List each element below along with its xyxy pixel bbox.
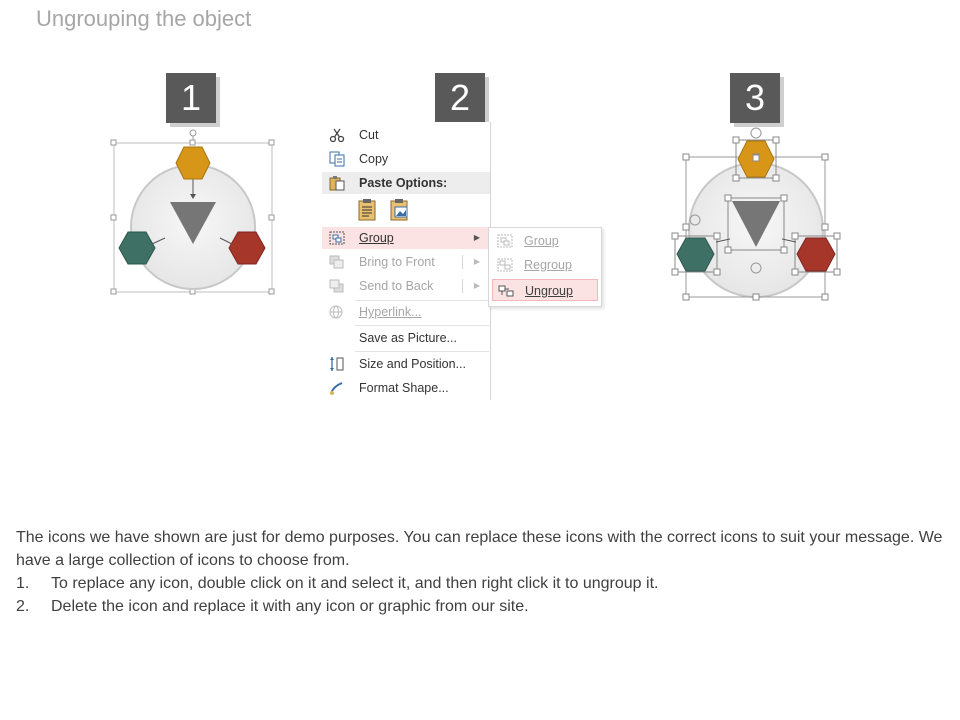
submenu-item-ungroup[interactable]: Ungroup xyxy=(492,279,598,301)
format-shape-icon xyxy=(330,382,343,395)
menu-item-label: Cut xyxy=(359,128,379,142)
triangle-shape xyxy=(732,201,780,247)
grouped-object[interactable] xyxy=(110,129,275,295)
submenu-item-regroup[interactable]: Regroup xyxy=(492,254,598,276)
menu-item-copy[interactable]: Copy xyxy=(322,148,490,170)
ungroup-icon xyxy=(498,285,514,297)
group-icon xyxy=(329,231,345,245)
hexagon-orange xyxy=(175,146,211,180)
triangle-shape xyxy=(170,202,216,244)
list-text: Delete the icon and replace it with any … xyxy=(51,598,529,615)
ungrouped-object[interactable] xyxy=(671,127,841,301)
submenu-item-label: Regroup xyxy=(524,258,572,272)
menu-item-size-and-position[interactable]: Size and Position... xyxy=(322,353,490,375)
submenu-arrow-icon: ▶ xyxy=(473,233,480,242)
paste-picture-icon[interactable] xyxy=(389,198,411,222)
menu-item-label: Hyperlink... xyxy=(359,305,422,319)
list-number: 1. xyxy=(16,575,30,592)
hexagon-teal xyxy=(118,231,156,265)
instructions-text: The icons we have shown are just for dem… xyxy=(16,526,946,618)
menu-item-save-as-picture[interactable]: Save as Picture... xyxy=(322,327,490,349)
menu-item-label: Bring to Front xyxy=(359,255,435,269)
menu-item-send-to-back[interactable]: Send to Back ▶ xyxy=(322,275,490,297)
instruction-step-1: 1. To replace any icon, double click on … xyxy=(16,572,946,595)
regroup-icon xyxy=(497,258,513,272)
step-number: 1 xyxy=(180,77,202,118)
menu-item-label: Group xyxy=(359,231,394,245)
menu-item-label: Save as Picture... xyxy=(359,331,457,345)
diagram-canvas xyxy=(110,127,841,301)
menu-separator xyxy=(355,325,489,326)
context-menu: Cut Copy Paste Options: xyxy=(322,122,491,400)
submenu-item-label: Ungroup xyxy=(525,284,573,298)
submenu-arrow-icon: ▶ xyxy=(473,257,480,266)
list-number: 2. xyxy=(16,598,30,615)
paste-options-header: Paste Options: xyxy=(322,172,490,194)
submenu-arrow-icon: ▶ xyxy=(473,281,480,290)
hexagon-red xyxy=(228,231,266,265)
send-to-back-icon xyxy=(329,279,344,293)
list-text: To replace any icon, double click on it … xyxy=(51,575,659,592)
paste-options-row xyxy=(356,198,416,224)
menu-separator xyxy=(355,351,489,352)
step-number: 2 xyxy=(449,77,471,118)
group-submenu: Group Regroup Ungroup xyxy=(488,227,602,307)
copy-icon xyxy=(329,151,345,167)
menu-separator xyxy=(355,300,489,301)
menu-item-hyperlink[interactable]: Hyperlink... xyxy=(322,301,490,323)
hyperlink-icon xyxy=(329,305,343,319)
paste-icon xyxy=(329,176,345,191)
size-position-icon xyxy=(330,357,344,371)
submenu-item-label: Group xyxy=(524,234,559,248)
menu-item-cut[interactable]: Cut xyxy=(322,124,490,146)
intro-paragraph: The icons we have shown are just for dem… xyxy=(16,529,943,569)
submenu-item-group[interactable]: Group xyxy=(492,230,598,252)
hexagon-red xyxy=(796,237,836,272)
menu-item-bring-to-front[interactable]: Bring to Front ▶ xyxy=(322,251,490,273)
slide-title: Ungrouping the object xyxy=(36,6,252,31)
menu-item-label: Copy xyxy=(359,152,389,166)
bring-to-front-icon xyxy=(329,255,344,269)
menu-item-label: Format Shape... xyxy=(359,381,449,395)
menu-item-label: Size and Position... xyxy=(359,357,467,371)
paste-keep-formatting-icon[interactable] xyxy=(357,198,379,222)
step-badge-2: 2 xyxy=(435,73,485,123)
step-badge-1: 1 xyxy=(166,73,216,123)
step-badge-3: 3 xyxy=(730,73,780,123)
menu-item-format-shape[interactable]: Format Shape... xyxy=(322,377,490,399)
menu-item-label: Paste Options: xyxy=(359,176,448,190)
scissors-icon xyxy=(329,128,345,143)
hexagon-teal xyxy=(676,237,715,272)
step-number: 3 xyxy=(744,77,766,118)
group-icon xyxy=(497,234,513,248)
instruction-step-2: 2. Delete the icon and replace it with a… xyxy=(16,595,946,618)
menu-item-label: Send to Back xyxy=(359,279,434,293)
menu-item-group[interactable]: Group ▶ xyxy=(322,227,490,249)
